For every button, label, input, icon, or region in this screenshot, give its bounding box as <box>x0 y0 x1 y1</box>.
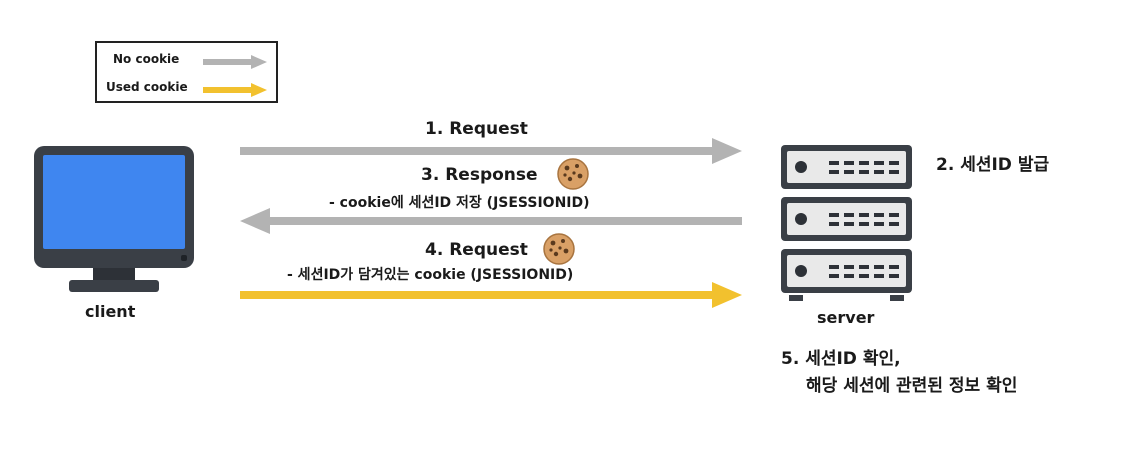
legend: No cookie Used cookie <box>95 41 278 103</box>
step-5-label-line2: 해당 세션에 관련된 정보 확인 <box>806 376 1018 396</box>
client-label: client <box>85 302 136 321</box>
cookie-icon <box>543 233 575 265</box>
step-4-note: - 세션ID가 담겨있는 cookie (JSESSIONID) <box>287 267 574 283</box>
legend-no-cookie-label: No cookie <box>113 52 180 66</box>
server-label: server <box>817 308 875 327</box>
step-2-label: 2. 세션ID 발급 <box>936 155 1050 175</box>
step-3-label: 3. Response <box>421 165 538 185</box>
step-1-label: 1. Request <box>425 119 528 139</box>
request-arrow-used-cookie <box>240 282 742 308</box>
cookie-icon <box>557 158 589 190</box>
legend-used-cookie-label: Used cookie <box>106 80 188 94</box>
legend-used-cookie-arrow-icon <box>203 83 267 97</box>
request-arrow-no-cookie <box>240 138 742 164</box>
monitor-icon <box>34 146 194 292</box>
step-3-note: - cookie에 세션ID 저장 (JSESSIONID) <box>329 195 590 211</box>
server-rack-icon <box>781 145 912 301</box>
step-5-label-line1: 5. 세션ID 확인, <box>781 349 901 369</box>
step-4-label: 4. Request <box>425 240 528 260</box>
legend-no-cookie-arrow-icon <box>203 55 267 69</box>
response-arrow-no-cookie <box>240 208 742 234</box>
